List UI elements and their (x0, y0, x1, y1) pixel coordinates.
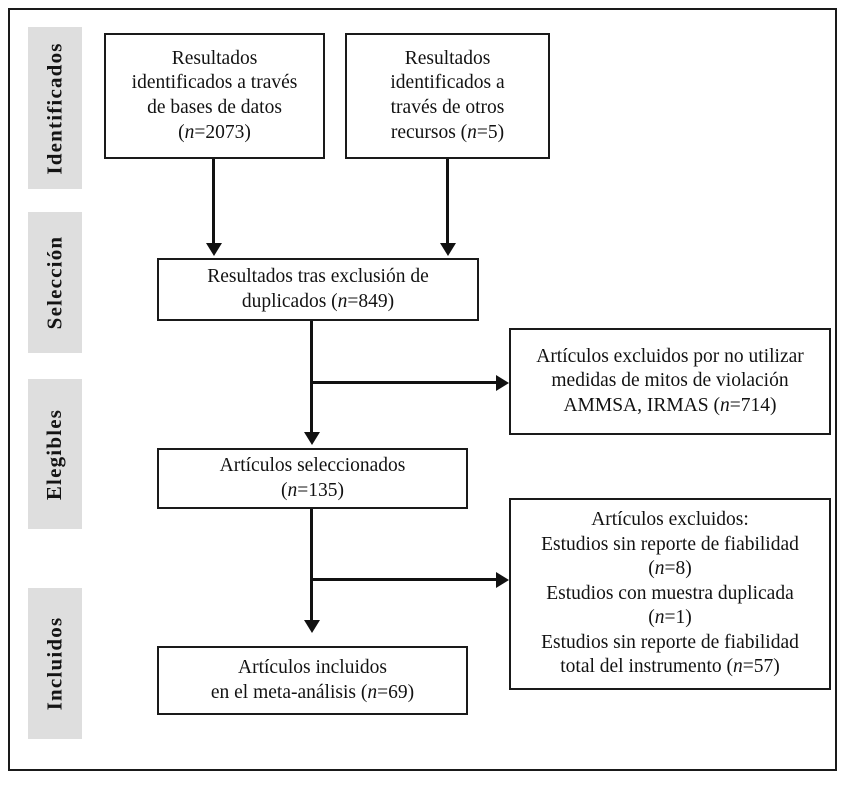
arrowhead-other-sources-to-duplicates (439, 243, 456, 256)
arrowhead-duplicates-to-excluded-measures (496, 374, 509, 391)
box-included-articles-text: Artículos incluidos en el meta-análisis … (210, 656, 415, 703)
box-excluded-reliability-reasons-text: Artículos excluidos: Estudios sin report… (541, 509, 799, 678)
arrowhead-duplicates-to-screened (303, 432, 320, 445)
stage-label-seleccion: Selección (42, 235, 67, 330)
stage-band-seleccion: Selección (28, 212, 82, 353)
connector-databases-to-duplicates (212, 159, 215, 243)
connector-duplicates-to-excluded-measures (310, 381, 496, 384)
box-screened-articles-text: Artículos seleccionados (n=135) (219, 454, 406, 501)
box-records-from-databases-text: Resultados identificados a través de bas… (131, 47, 298, 143)
box-excluded-reliability-reasons: Artículos excluidos: Estudios sin report… (509, 498, 831, 690)
box-excluded-no-rape-myth-measures: Artículos excluidos por no utilizar medi… (509, 328, 831, 435)
connector-duplicates-to-screened (310, 321, 313, 432)
box-included-articles: Artículos incluidos en el meta-análisis … (157, 646, 468, 715)
connector-screened-to-excluded-reliability (310, 578, 496, 581)
connector-screened-to-included (310, 509, 313, 620)
box-records-from-databases: Resultados identificados a través de bas… (104, 33, 325, 159)
box-records-after-duplicates-removed: Resultados tras exclusión de duplicados … (157, 258, 479, 321)
arrowhead-screened-to-excluded-reliability (496, 571, 509, 588)
stage-band-identificados: Identificados (28, 27, 82, 189)
box-records-from-other-sources-text: Resultados identificados a través de otr… (390, 47, 505, 143)
box-excluded-no-rape-myth-measures-text: Artículos excluidos por no utilizar medi… (536, 345, 804, 416)
box-screened-articles: Artículos seleccionados (n=135) (157, 448, 468, 509)
connector-other-sources-to-duplicates (446, 159, 449, 243)
stage-label-incluidos: Incluidos (42, 616, 67, 711)
stage-label-elegibles: Elegibles (42, 408, 67, 500)
box-records-from-other-sources: Resultados identificados a través de otr… (345, 33, 550, 159)
box-records-after-duplicates-removed-text: Resultados tras exclusión de duplicados … (207, 265, 429, 312)
arrowhead-screened-to-included (303, 620, 320, 633)
stage-band-elegibles: Elegibles (28, 379, 82, 529)
stage-label-identificados: Identificados (42, 41, 67, 175)
stage-band-incluidos: Incluidos (28, 588, 82, 739)
arrowhead-databases-to-duplicates (205, 243, 222, 256)
